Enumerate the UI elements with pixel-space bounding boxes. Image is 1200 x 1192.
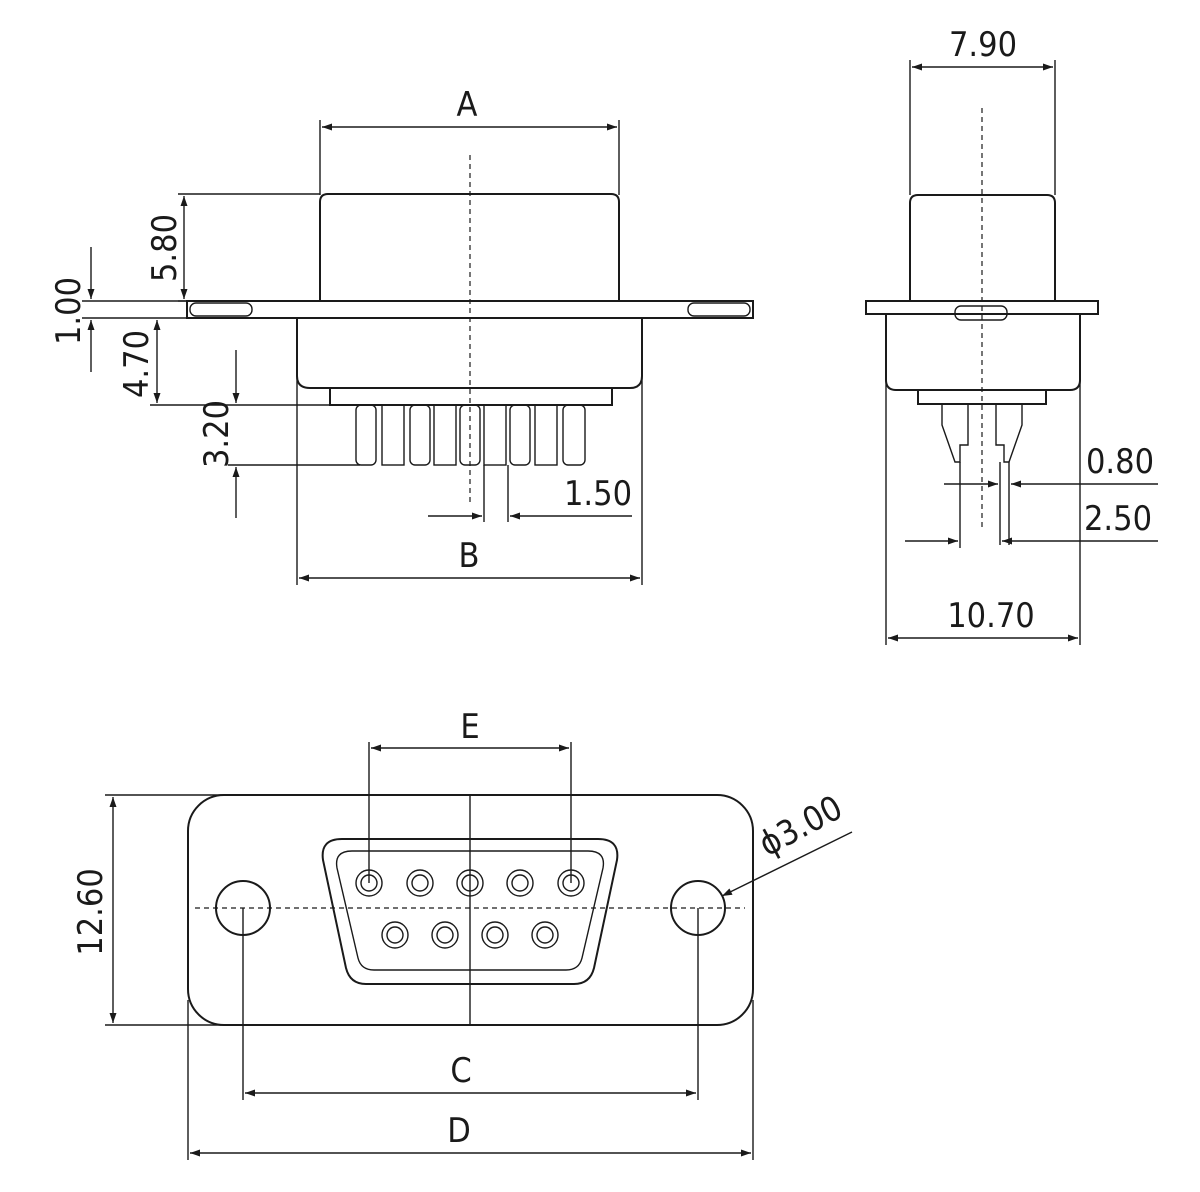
side-view: 7.90 0.80 2.50 10.70 (865, 25, 1158, 645)
dim-4-70-label: 4.70 (117, 330, 157, 398)
d-shell-outer (321, 838, 619, 985)
dim-b-label: B (459, 536, 480, 576)
pin (509, 404, 531, 466)
contact (506, 869, 534, 897)
side-lower-body (885, 314, 1081, 391)
dim-d-label: D (447, 1111, 471, 1151)
pin (433, 404, 457, 466)
flange-hole-right (687, 302, 751, 317)
side-flange-notch (954, 305, 1008, 321)
dim-3-20-label: 3.20 (197, 400, 237, 468)
d-shell-inner (335, 850, 605, 971)
side-pin-left (941, 404, 969, 463)
dim-1-50-label: 1.50 (564, 474, 632, 514)
dim-1-00-label: 1.00 (49, 277, 89, 345)
contact (531, 921, 559, 949)
contacts-bottom-row (381, 921, 559, 949)
pin (381, 404, 405, 466)
pin (483, 404, 507, 466)
pin (534, 404, 558, 466)
side-shell-upper (909, 194, 1056, 301)
dim-5-80-label: 5.80 (145, 214, 185, 282)
pin (562, 404, 586, 466)
dim-12-60-label: 12.60 (71, 868, 111, 956)
flange-hole-left (189, 302, 253, 317)
front-face-view: E 12.60 C D ϕ3.00 (71, 707, 853, 1160)
dim-0-80-label: 0.80 (1086, 442, 1154, 482)
front-elevation-view: A B 5.80 1.00 4.70 3.20 1.50 (49, 85, 754, 585)
pin (355, 404, 377, 466)
dim-hole-label: ϕ3.00 (752, 788, 849, 865)
contact (381, 921, 409, 949)
pin (409, 404, 431, 466)
dim-e-label: E (460, 707, 479, 747)
insulator (329, 387, 613, 406)
side-pin-right (995, 404, 1023, 463)
contact (481, 921, 509, 949)
contact (406, 869, 434, 897)
pins-front (355, 404, 586, 466)
dim-2-50-label: 2.50 (1084, 499, 1152, 539)
dim-10-70-label: 10.70 (947, 596, 1035, 636)
dim-7-90-label: 7.90 (949, 25, 1017, 65)
dim-c-label: C (450, 1051, 471, 1091)
contact (431, 921, 459, 949)
dim-hole-leader (721, 831, 853, 897)
dim-a-label: A (457, 85, 478, 125)
